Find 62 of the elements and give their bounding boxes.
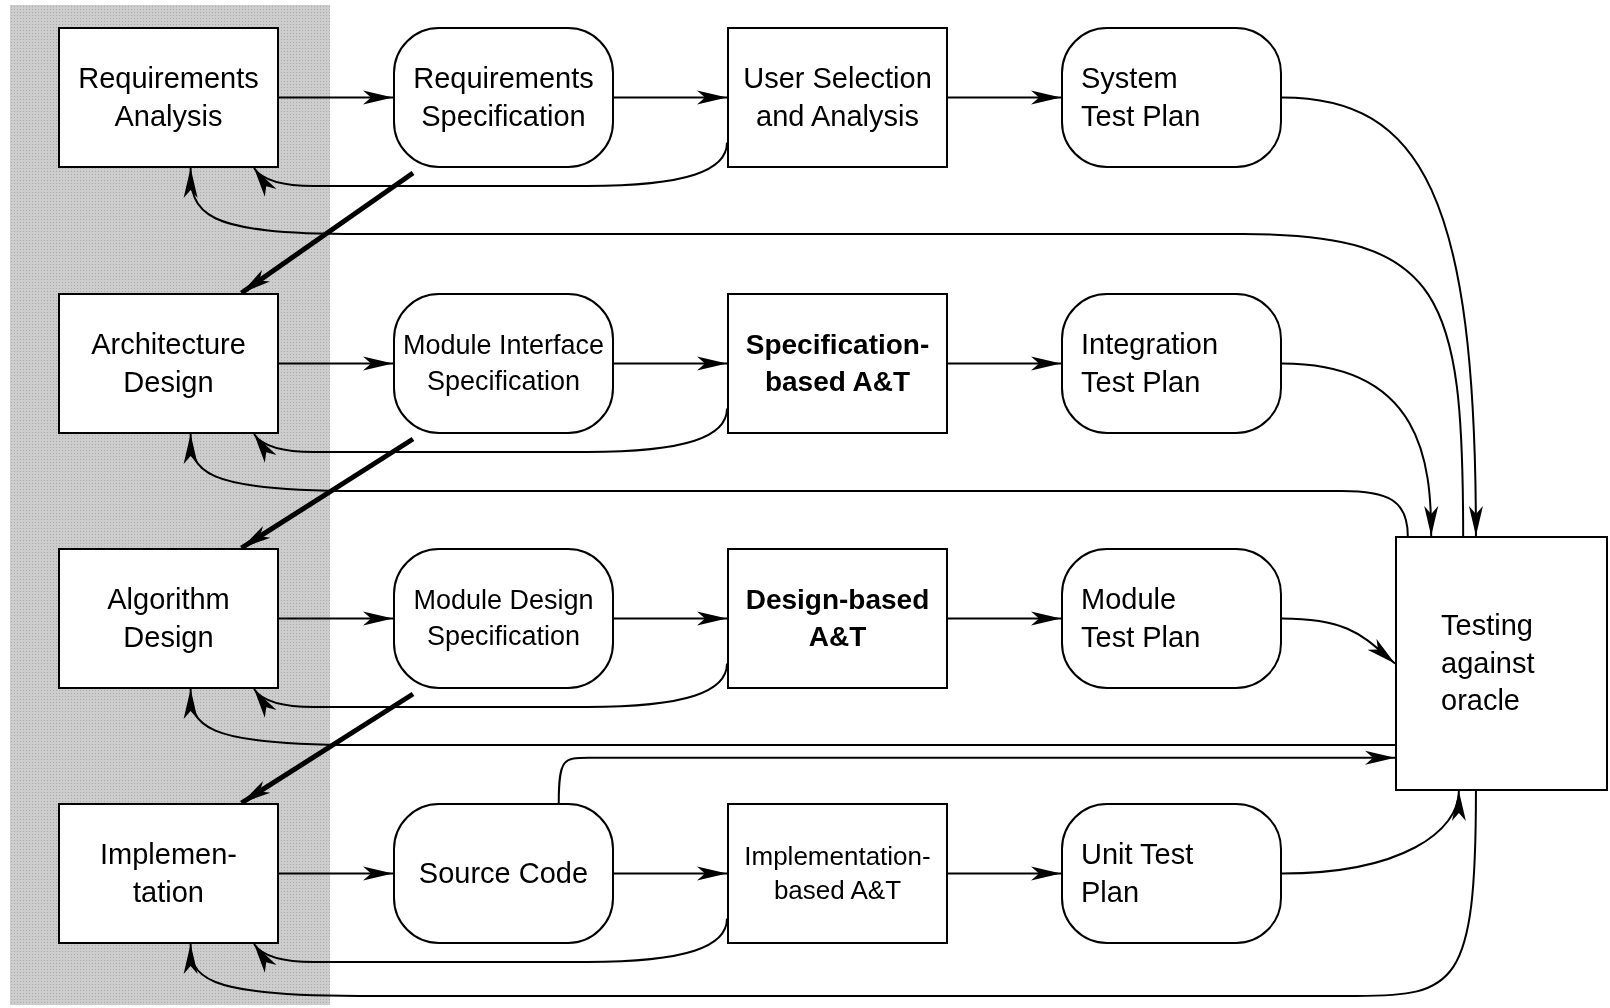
arrow — [278, 90, 394, 105]
process-box — [58, 27, 279, 168]
box-label: Architecture Design — [90, 326, 247, 400]
rounded-box — [1061, 803, 1282, 944]
box-label: Unit Test Plan — [1081, 836, 1195, 910]
arrow — [613, 611, 728, 626]
process-box — [727, 803, 948, 944]
arrow — [947, 356, 1062, 371]
arrow — [613, 356, 728, 371]
process-box — [727, 548, 948, 689]
process-box — [1395, 536, 1608, 791]
box-label: Requirements Specification — [412, 60, 595, 134]
process-box — [58, 803, 279, 944]
process-box — [727, 27, 948, 168]
rounded-box — [1061, 27, 1282, 168]
rounded-box — [1061, 548, 1282, 689]
arrow — [253, 141, 728, 196]
rounded-box — [393, 803, 614, 944]
box-label: Implemen- tation — [99, 836, 238, 910]
arrow — [947, 90, 1062, 105]
process-box — [58, 548, 279, 689]
arrow — [278, 611, 394, 626]
arrow — [253, 407, 728, 462]
arrow — [613, 90, 728, 105]
box-label: User Selection and Analysis — [742, 60, 933, 134]
box-label: Testing against oracle — [1441, 607, 1536, 719]
box-label: System Test Plan — [1081, 60, 1202, 134]
box-label: Integration Test Plan — [1081, 326, 1220, 400]
process-box — [727, 293, 948, 434]
arrow — [253, 917, 728, 972]
arrow — [184, 167, 1465, 537]
arrow — [184, 688, 1396, 747]
arrow — [184, 790, 1477, 997]
box-label: Source Code — [418, 855, 589, 891]
rounded-box — [393, 293, 614, 434]
arrow — [947, 866, 1062, 881]
arrow — [240, 170, 415, 296]
arrow — [278, 866, 394, 881]
arrow — [278, 356, 394, 371]
box-label: Algorithm Design — [106, 581, 231, 655]
box-label: Specification-based A&T — [744, 328, 931, 399]
arrow — [1281, 617, 1396, 665]
arrow — [1281, 362, 1438, 537]
arrow — [184, 433, 1409, 537]
rounded-box — [393, 548, 614, 689]
box-label: Requirements Analysis — [77, 60, 260, 134]
arrow — [240, 691, 415, 806]
box-label: Module Design Specification — [412, 584, 595, 653]
arrow — [613, 866, 728, 881]
box-label: Design-based A&T — [744, 583, 931, 654]
rounded-box — [393, 27, 614, 168]
box-label: Implementation-based A&T — [743, 839, 932, 907]
box-label: Module Test Plan — [1081, 581, 1202, 655]
arrow — [1281, 96, 1483, 537]
rounded-box — [1061, 293, 1282, 434]
arrow — [947, 611, 1062, 626]
arrow — [240, 436, 415, 551]
process-box — [58, 293, 279, 434]
arrow — [557, 750, 1396, 804]
arrow — [253, 662, 728, 717]
box-label: Module Interface Specification — [401, 329, 606, 398]
arrow — [1281, 790, 1463, 875]
